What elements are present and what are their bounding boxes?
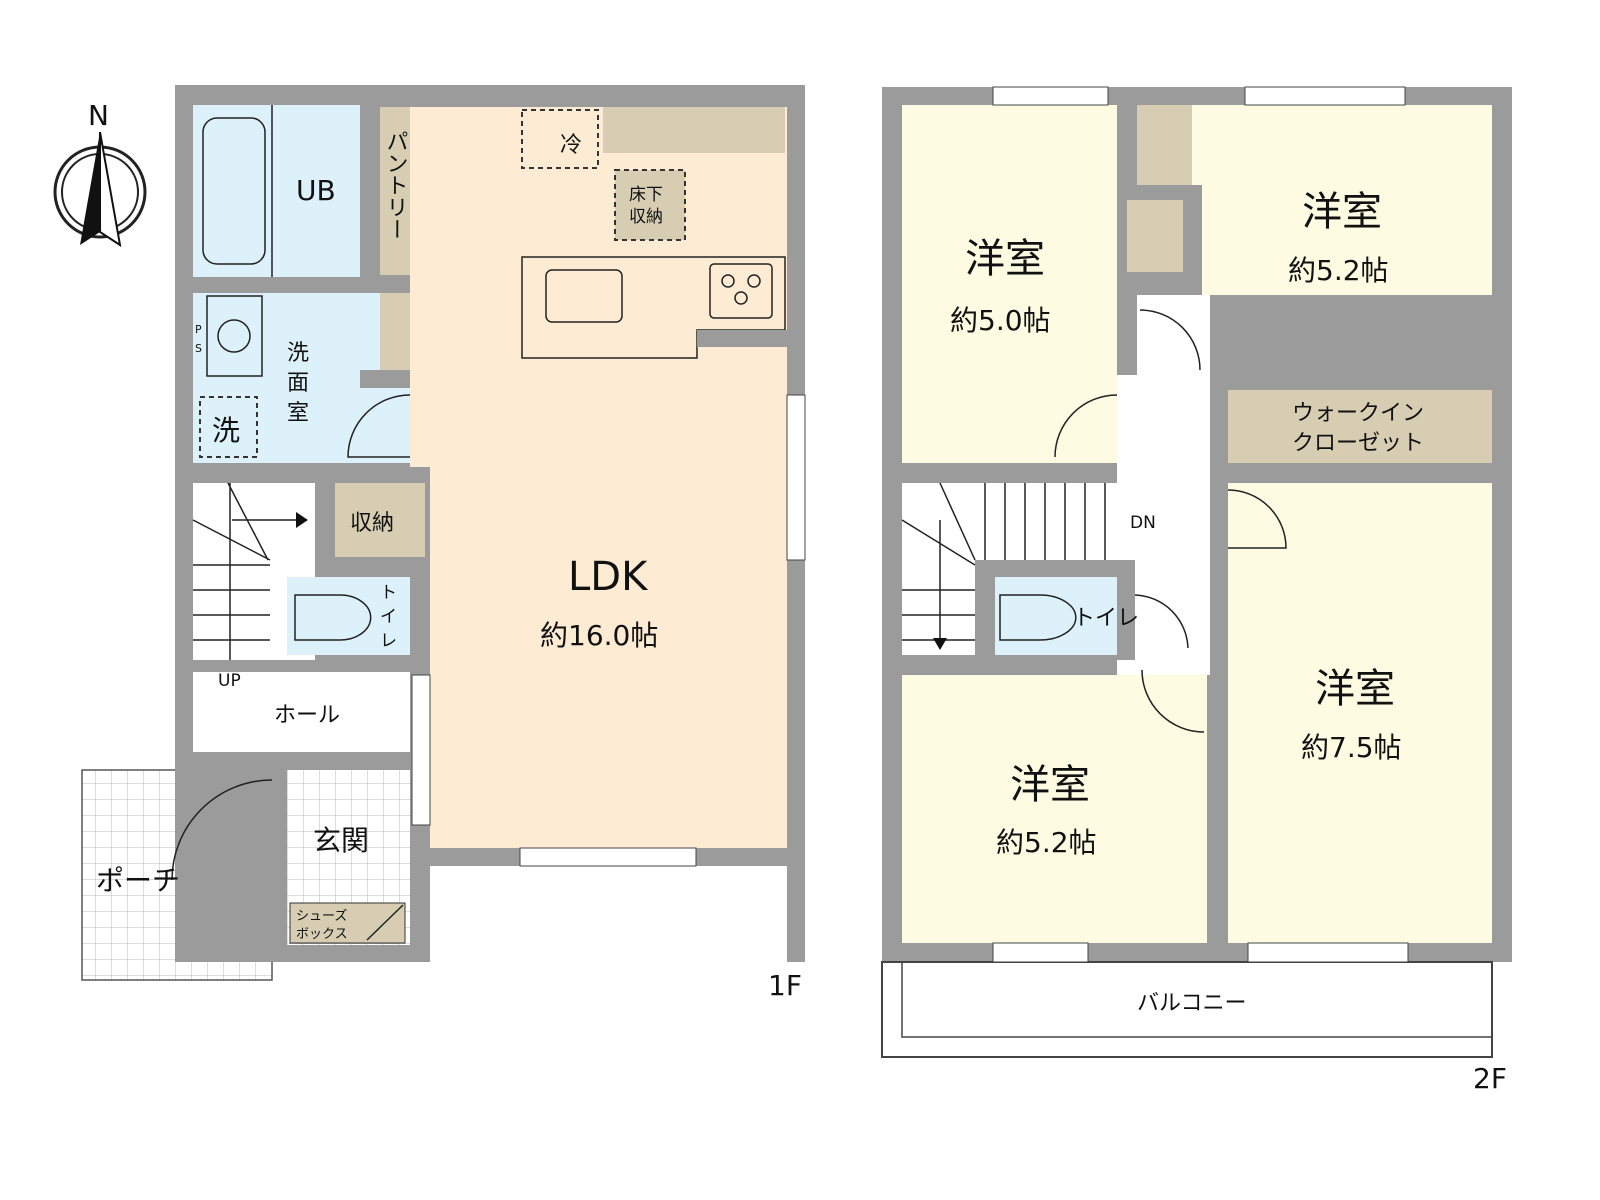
label-toilet-3: レ	[380, 631, 397, 651]
label-room-b-size: 約5.2帖	[1288, 254, 1389, 287]
compass: N	[53, 99, 147, 248]
room-c	[902, 675, 1207, 943]
label-fridge: 冷	[560, 133, 582, 158]
label-ub: UB	[296, 174, 336, 207]
label-underfloor-1: 床下	[629, 185, 663, 205]
ub-room	[193, 105, 360, 277]
label-wic-1: ウォークイン	[1292, 401, 1424, 426]
label-porch: ポーチ	[96, 864, 180, 897]
label-room-a-size: 約5.0帖	[950, 304, 1051, 337]
label-ps-1: P	[195, 323, 202, 336]
storage-1f	[335, 483, 425, 557]
label-dn: DN	[1130, 513, 1156, 533]
label-underfloor-2: 収納	[629, 207, 663, 227]
label-room-b: 洋室	[1302, 189, 1382, 235]
label-storage-1f: 収納	[350, 511, 394, 536]
floor-2f: 洋室 約5.0帖 洋室 約5.2帖 ウォークイン クローゼット DN トイレ 洋…	[881, 86, 1512, 1095]
label-toilet-1: ト	[380, 583, 397, 603]
ldk-room	[410, 107, 787, 848]
room-b	[1137, 105, 1492, 295]
label-ps-2: S	[195, 342, 202, 355]
toilet-1f	[287, 577, 410, 655]
floor-1f: UB 冷 床下 収納 パントリー 洗 面 室 P S 洗 収納 ト イ レ LD…	[81, 85, 806, 1002]
pantry	[380, 107, 410, 275]
label-pantry: パントリー	[383, 130, 408, 240]
label-room-c-size: 約5.2帖	[996, 826, 1097, 859]
label-room-a: 洋室	[965, 236, 1045, 282]
label-room-d-size: 約7.5帖	[1301, 731, 1402, 764]
walk-in-closet	[1228, 390, 1492, 463]
hall-1f	[193, 672, 410, 752]
label-washroom-2: 面	[287, 371, 309, 396]
room-d	[1228, 483, 1492, 943]
north-arrow-icon	[53, 131, 147, 248]
label-washroom-3: 室	[287, 401, 309, 426]
label-ldk: LDK	[568, 554, 649, 600]
label-balcony: バルコニー	[1137, 991, 1247, 1016]
room-a	[902, 105, 1117, 463]
label-entrance: 玄関	[313, 824, 369, 857]
label-shoebox-1: シューズ	[296, 908, 347, 924]
label-shoebox-2: ボックス	[296, 927, 348, 942]
label-ldk-size: 約16.0帖	[540, 619, 658, 652]
label-washroom-1: 洗	[287, 341, 309, 366]
label-wic-2: クローゼット	[1292, 431, 1424, 456]
label-up: UP	[218, 671, 241, 691]
floor-label-2f: 2F	[1473, 1062, 1507, 1095]
label-room-c: 洋室	[1010, 762, 1090, 808]
label-washer: 洗	[212, 414, 240, 447]
label-hall: ホール	[274, 703, 340, 728]
label-room-d: 洋室	[1315, 666, 1395, 712]
label-toilet-2f: トイレ	[1073, 606, 1139, 631]
toilet-2f	[995, 577, 1117, 655]
label-toilet-2: イ	[380, 607, 397, 627]
floor-label-1f: 1F	[768, 969, 802, 1002]
north-label: N	[88, 99, 109, 132]
